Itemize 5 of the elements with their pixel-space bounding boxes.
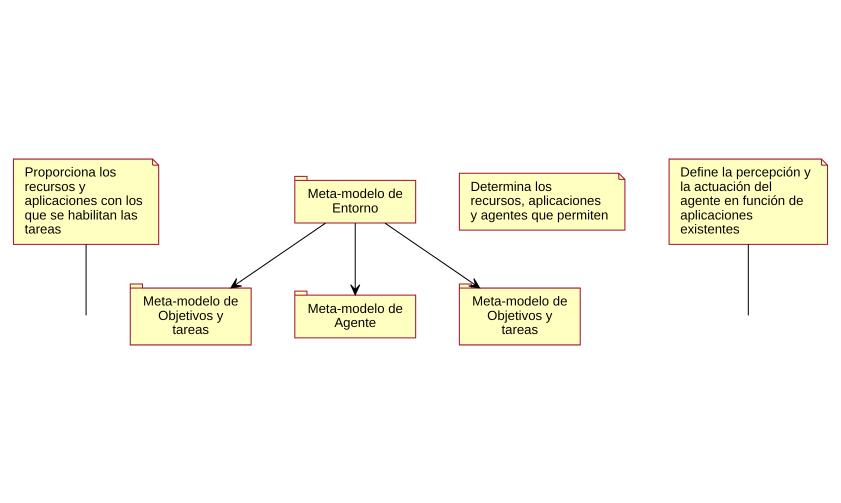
arrow: [350, 222, 360, 295]
arrow: [384, 222, 480, 288]
connector: [748, 244, 749, 315]
arrow: [230, 222, 326, 288]
connector: [86, 244, 87, 315]
